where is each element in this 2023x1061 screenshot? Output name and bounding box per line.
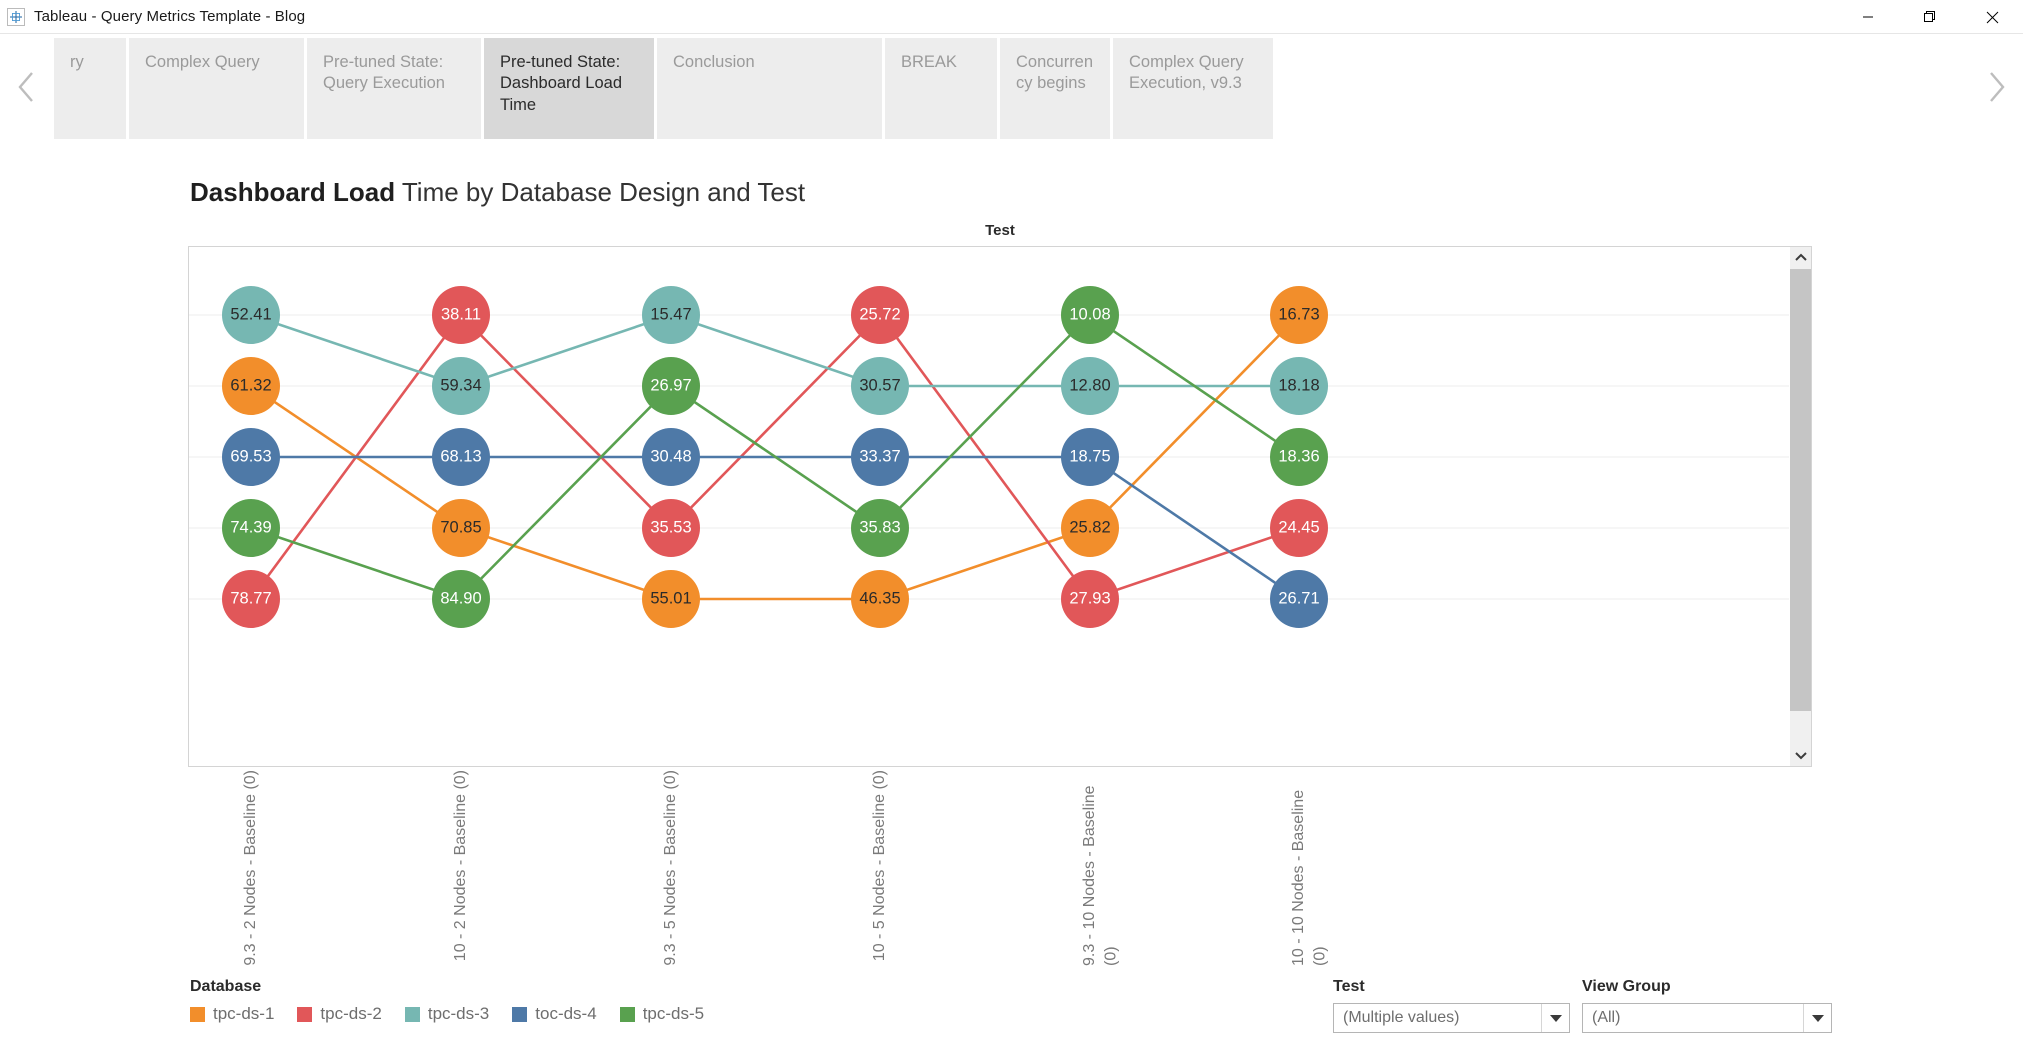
data-point-marker[interactable] — [851, 499, 909, 557]
test-filter-label: Test — [1333, 978, 1365, 995]
chart-vertical-scrollbar[interactable] — [1790, 246, 1812, 767]
scrollbar-thumb[interactable] — [1790, 269, 1811, 711]
legend-item-label: toc-ds-4 — [535, 1004, 597, 1023]
page-title: Dashboard Load Time by Database Design a… — [190, 177, 805, 208]
view-group-filter-value: (All) — [1592, 1009, 1621, 1026]
data-point-marker[interactable] — [432, 286, 490, 344]
restore-button[interactable] — [1899, 0, 1961, 34]
data-point-marker[interactable] — [1270, 286, 1328, 344]
dropdown-caret-icon[interactable] — [1803, 1004, 1831, 1032]
data-point-marker[interactable] — [642, 357, 700, 415]
data-point-marker[interactable] — [1270, 428, 1328, 486]
data-point-marker[interactable] — [642, 428, 700, 486]
x-axis-tick-label: 9.3 - 5 Nodes - Baseline (0) — [662, 770, 679, 966]
chart-svg — [189, 286, 1789, 628]
tab-partial-query[interactable]: ry — [54, 38, 126, 139]
data-point-marker[interactable] — [222, 286, 280, 344]
legend-item-label: tpc-ds-3 — [427, 1004, 490, 1023]
data-point-marker[interactable] — [851, 428, 909, 486]
x-axis-tick-label: 9.3 - 10 Nodes - Baseline (0) — [1081, 781, 1120, 966]
window-title: Tableau - Query Metrics Template - Blog — [34, 8, 306, 25]
legend: Database tpc-ds-1 tpc-ds-2 tpc-ds-3 toc-ds-… — [190, 978, 704, 1024]
page-title-bold: Dashboard Load — [190, 177, 396, 207]
minimize-button[interactable] — [1837, 0, 1899, 34]
data-point-marker[interactable] — [1061, 428, 1119, 486]
legend-item-label: tpc-ds-1 — [213, 1004, 275, 1023]
view-group-filter-select[interactable]: (All) — [1582, 1003, 1832, 1033]
tab-list: ry Complex Query Pre-tuned State: Query … — [54, 34, 1969, 139]
tab-concurrency-begins[interactable]: Concurrency begins — [1000, 38, 1110, 139]
data-point-marker[interactable] — [222, 499, 280, 557]
data-point-marker[interactable] — [1270, 357, 1328, 415]
data-point-marker[interactable] — [432, 499, 490, 557]
data-point-marker[interactable] — [432, 570, 490, 628]
data-point-marker[interactable] — [642, 499, 700, 557]
data-point-marker[interactable] — [1061, 570, 1119, 628]
legend-item[interactable]: toc-ds-4 — [512, 1004, 597, 1024]
x-axis-tick-label: 9.3 - 2 Nodes - Baseline (0) — [242, 770, 259, 966]
test-filter: Test (Multiple values) — [1333, 978, 1570, 1033]
legend-item-label: tpc-ds-2 — [320, 1004, 382, 1023]
scrollbar-track[interactable] — [1790, 269, 1811, 744]
data-point-marker[interactable] — [642, 286, 700, 344]
scroll-up-button[interactable] — [1790, 247, 1811, 269]
data-point-marker[interactable] — [851, 570, 909, 628]
legend-item[interactable]: tpc-ds-1 — [190, 1004, 274, 1024]
page-title-regular: Time by Database Design and Test — [395, 177, 806, 207]
test-filter-value: (Multiple values) — [1343, 1009, 1460, 1026]
legend-color-swatch — [619, 1006, 635, 1022]
legend-item[interactable]: tpc-ds-2 — [297, 1004, 382, 1024]
x-axis-tick-label: 10 - 2 Nodes - Baseline (0) — [452, 770, 469, 962]
view-group-filter: View Group (All) — [1582, 978, 1832, 1033]
legend-item[interactable]: tpc-ds-3 — [404, 1004, 490, 1024]
tab-prev-arrow[interactable] — [0, 34, 54, 139]
tab-conclusion[interactable]: Conclusion — [657, 38, 882, 139]
tab-pretuned-dashboard-load-time[interactable]: Pre-tuned State: Dashboard Load Time — [484, 38, 654, 139]
close-button[interactable] — [1961, 0, 2023, 34]
legend-item-list: tpc-ds-1 tpc-ds-2 tpc-ds-3 toc-ds-4 tpc-ds-5 — [190, 1004, 704, 1024]
data-point-marker[interactable] — [1270, 499, 1328, 557]
x-axis-tick-label: 10 - 10 Nodes - Baseline (0) — [1290, 785, 1329, 966]
data-point-marker[interactable] — [1061, 286, 1119, 344]
legend-item[interactable]: tpc-ds-5 — [619, 1004, 705, 1024]
data-point-marker[interactable] — [1270, 570, 1328, 628]
legend-color-swatch — [512, 1006, 528, 1022]
dropdown-caret-icon[interactable] — [1541, 1004, 1569, 1032]
chart-column-header: Test — [985, 222, 1015, 239]
legend-item-label: tpc-ds-5 — [642, 1004, 705, 1023]
tab-complex-query-execution-v93[interactable]: Complex Query Execution, v9.3 — [1113, 38, 1273, 139]
x-axis-tick-label: 10 - 5 Nodes - Baseline (0) — [871, 770, 888, 962]
data-point-marker[interactable] — [1061, 357, 1119, 415]
data-point-marker[interactable] — [432, 357, 490, 415]
tab-complex-query[interactable]: Complex Query — [129, 38, 304, 139]
window-title-bar: Tableau - Query Metrics Template - Blog — [0, 0, 2023, 34]
data-point-marker[interactable] — [222, 357, 280, 415]
legend-color-swatch — [190, 1006, 205, 1022]
legend-color-swatch — [404, 1006, 420, 1022]
story-tab-strip: ry Complex Query Pre-tuned State: Query … — [0, 34, 2023, 139]
tab-break[interactable]: BREAK — [885, 38, 997, 139]
view-group-filter-label: View Group — [1582, 978, 1671, 995]
data-point-marker[interactable] — [642, 570, 700, 628]
test-filter-select[interactable]: (Multiple values) — [1333, 1003, 1570, 1033]
window-controls — [1837, 0, 2023, 34]
tableau-icon — [7, 7, 25, 26]
data-point-marker[interactable] — [851, 286, 909, 344]
x-axis-labels: 9.3 - 2 Nodes - Baseline (0) 10 - 2 Nodes… — [188, 770, 1812, 970]
data-point-marker[interactable] — [222, 570, 280, 628]
data-point-marker[interactable] — [1061, 499, 1119, 557]
tab-next-arrow[interactable] — [1969, 34, 2023, 139]
tab-pretuned-query-execution[interactable]: Pre-tuned State: Query Execution — [307, 38, 481, 139]
legend-color-swatch — [297, 1006, 313, 1022]
data-point-marker[interactable] — [851, 357, 909, 415]
scroll-down-button[interactable] — [1790, 744, 1811, 766]
data-point-marker[interactable] — [432, 428, 490, 486]
data-point-marker[interactable] — [222, 428, 280, 486]
legend-title: Database — [190, 978, 262, 995]
